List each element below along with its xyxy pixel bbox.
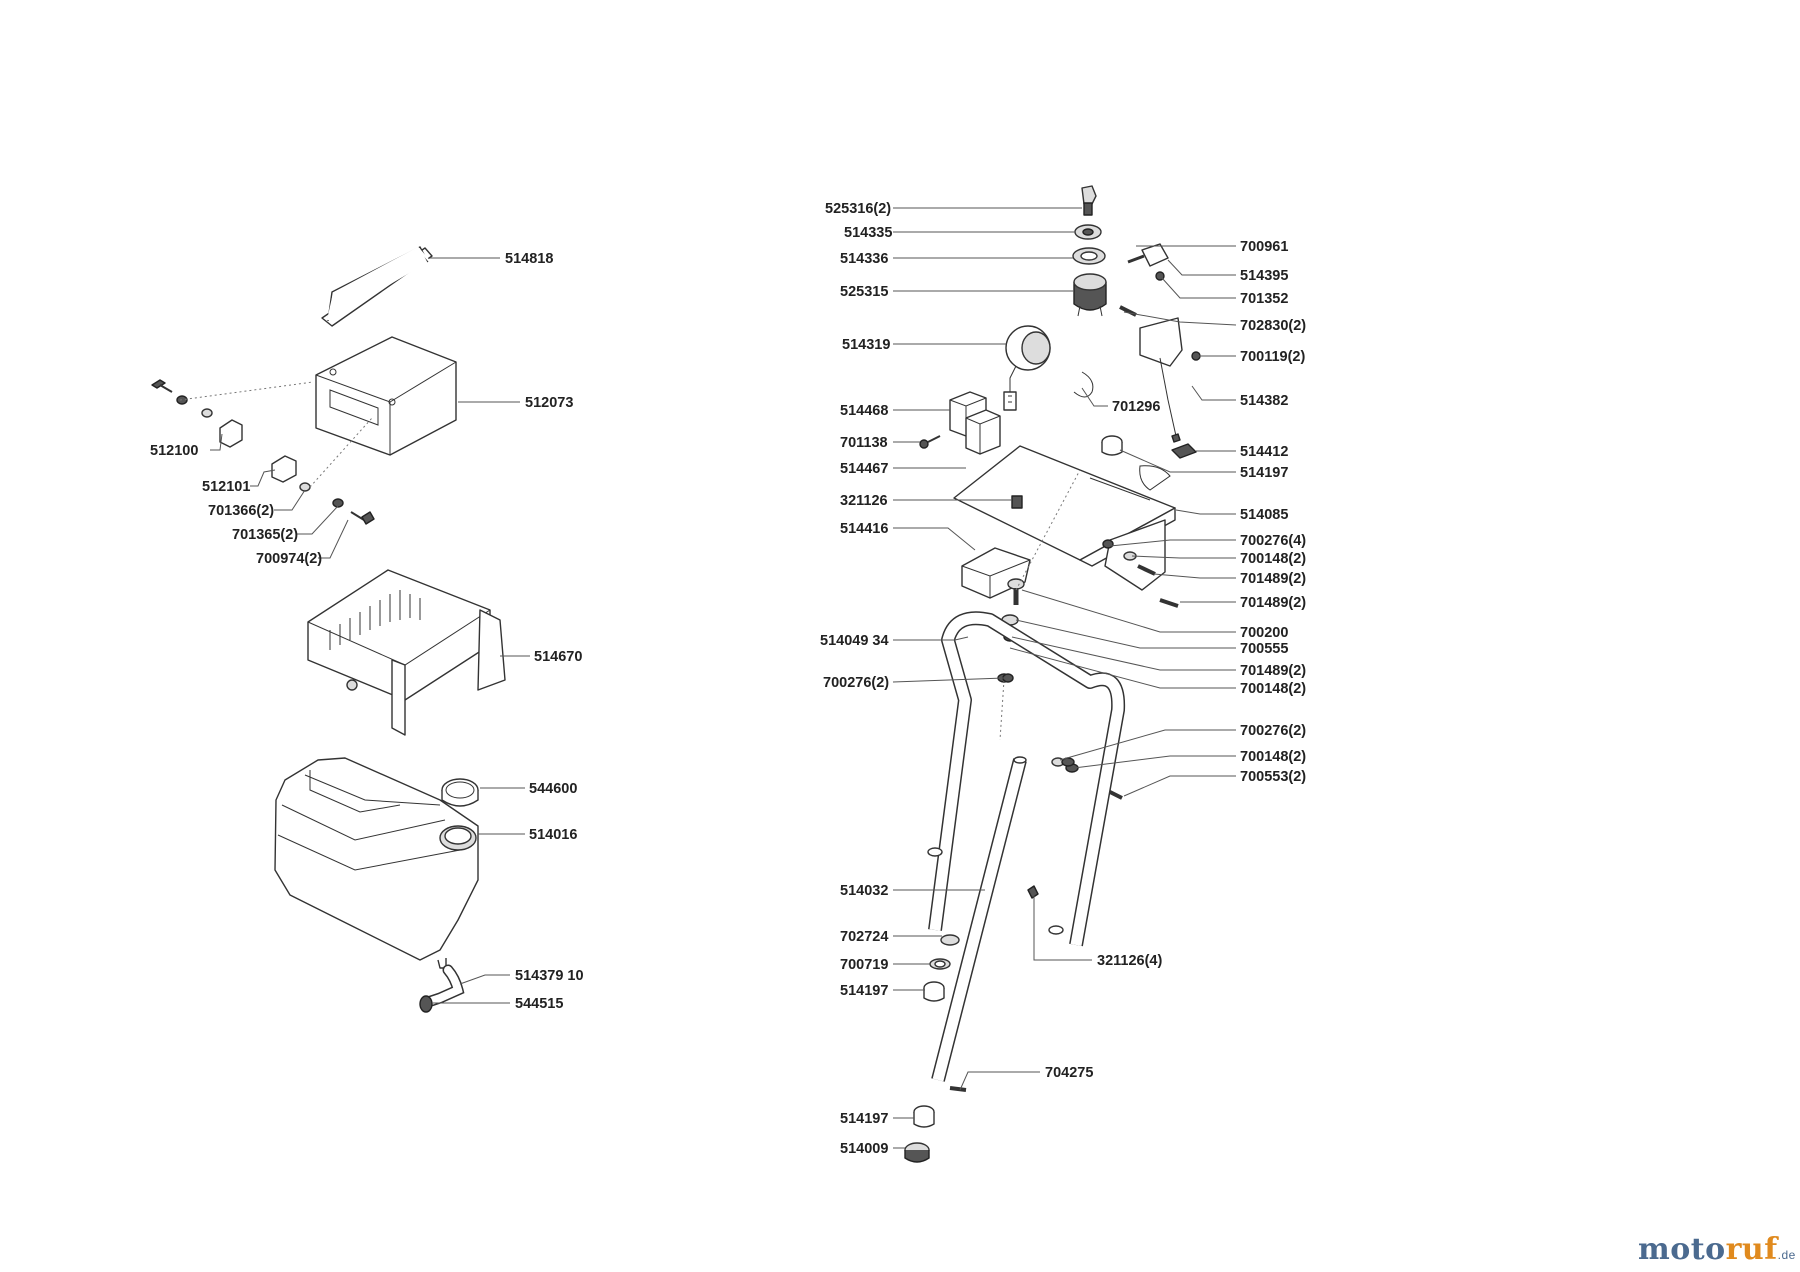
pinion-gear <box>904 1142 930 1163</box>
steering-shaft <box>931 756 1027 1082</box>
brand-part-2: ruf <box>1725 1232 1778 1267</box>
label-701296: 701296 <box>1112 399 1160 415</box>
bushing-right <box>1101 435 1123 456</box>
label-704275: 704275 <box>1045 1065 1093 1081</box>
switch-bracket <box>961 547 1031 599</box>
label-512073: 512073 <box>525 395 573 411</box>
terminal-hardware <box>151 379 375 525</box>
label-514049-34: 514049 34 <box>820 633 889 649</box>
label-514197-left: 514197 <box>840 983 888 999</box>
fuel-cap <box>441 778 479 807</box>
label-700961: 700961 <box>1240 239 1288 255</box>
label-701365-2: 701365(2) <box>232 527 298 543</box>
relay-lower <box>965 409 1001 455</box>
label-700119-2: 700119(2) <box>1240 349 1305 365</box>
label-701489-2-b: 701489(2) <box>1240 595 1306 611</box>
label-700276-2-right: 700276(2) <box>1240 723 1306 739</box>
label-702724: 702724 <box>840 929 888 945</box>
label-700719: 700719 <box>840 957 888 973</box>
brand-logo[interactable]: motoruf.de <box>1638 1232 1796 1267</box>
label-514336: 514336 <box>840 251 888 267</box>
label-514467: 514467 <box>840 461 888 477</box>
battery <box>315 336 457 456</box>
circlip <box>1073 371 1094 398</box>
label-514395: 514395 <box>1240 268 1288 284</box>
label-512101: 512101 <box>202 479 250 495</box>
label-514468: 514468 <box>840 403 888 419</box>
label-700276-4: 700276(4) <box>1240 533 1306 549</box>
label-700148-2-c: 700148(2) <box>1240 749 1306 765</box>
battery-tray <box>307 569 506 736</box>
brand-part-3: .de <box>1777 1248 1796 1262</box>
label-514818: 514818 <box>505 251 553 267</box>
switch-nut <box>1072 247 1106 265</box>
battery-strap <box>321 246 433 327</box>
handle-bar <box>927 611 1126 947</box>
roll-pin <box>949 1086 967 1092</box>
label-514197-bottom: 514197 <box>840 1111 888 1127</box>
label-701366-2: 701366(2) <box>208 503 274 519</box>
label-512100: 512100 <box>150 443 198 459</box>
label-544515: 544515 <box>515 996 563 1012</box>
label-544600: 544600 <box>529 781 577 797</box>
label-514416: 514416 <box>840 521 888 537</box>
label-514382: 514382 <box>1240 393 1288 409</box>
label-514016: 514016 <box>529 827 577 843</box>
label-700974-2: 700974(2) <box>256 551 322 567</box>
label-701489-2-c: 701489(2) <box>1240 663 1306 679</box>
label-525315: 525315 <box>840 284 888 300</box>
label-321126: 321126 <box>840 493 888 509</box>
right-leader-lines <box>892 207 1237 1149</box>
label-321126-4: 321126(4) <box>1097 953 1162 969</box>
throttle-knob <box>1171 443 1197 459</box>
label-701352: 701352 <box>1240 291 1288 307</box>
label-514032: 514032 <box>840 883 888 899</box>
label-700148-2-b: 700148(2) <box>1240 681 1306 697</box>
cage-nut <box>1027 885 1039 899</box>
label-700553-2: 700553(2) <box>1240 769 1306 785</box>
ignition-switch <box>1073 273 1107 317</box>
label-514085: 514085 <box>1240 507 1288 523</box>
label-700200: 700200 <box>1240 625 1288 641</box>
brand-part-1: moto <box>1638 1232 1726 1267</box>
relay-bolt <box>919 435 941 449</box>
handle-nut <box>1002 673 1014 683</box>
label-514319: 514319 <box>842 337 890 353</box>
ignition-key <box>1074 185 1102 240</box>
label-700555: 700555 <box>1240 641 1288 657</box>
fuel-tank <box>274 757 479 969</box>
label-702830-2: 702830(2) <box>1240 318 1306 334</box>
fuel-hose <box>419 964 465 1013</box>
label-514009: 514009 <box>840 1141 888 1157</box>
part-number-labels: 514818 512073 512100 512101 701366(2) 70… <box>150 201 1306 1157</box>
buzzer <box>1003 325 1051 411</box>
label-514197-right: 514197 <box>1240 465 1288 481</box>
label-701489-2-a: 701489(2) <box>1240 571 1306 587</box>
bushing-bottom <box>913 1105 935 1128</box>
label-514412: 514412 <box>1240 444 1288 460</box>
left-leader-lines <box>210 257 530 1004</box>
label-701138: 701138 <box>840 435 888 451</box>
label-514335: 514335 <box>844 225 892 241</box>
label-700148-2-a: 700148(2) <box>1240 551 1306 567</box>
label-525316-2: 525316(2) <box>825 201 891 217</box>
label-700276-2-left: 700276(2) <box>823 675 889 691</box>
label-514379-10: 514379 10 <box>515 968 584 984</box>
label-514670: 514670 <box>534 649 582 665</box>
